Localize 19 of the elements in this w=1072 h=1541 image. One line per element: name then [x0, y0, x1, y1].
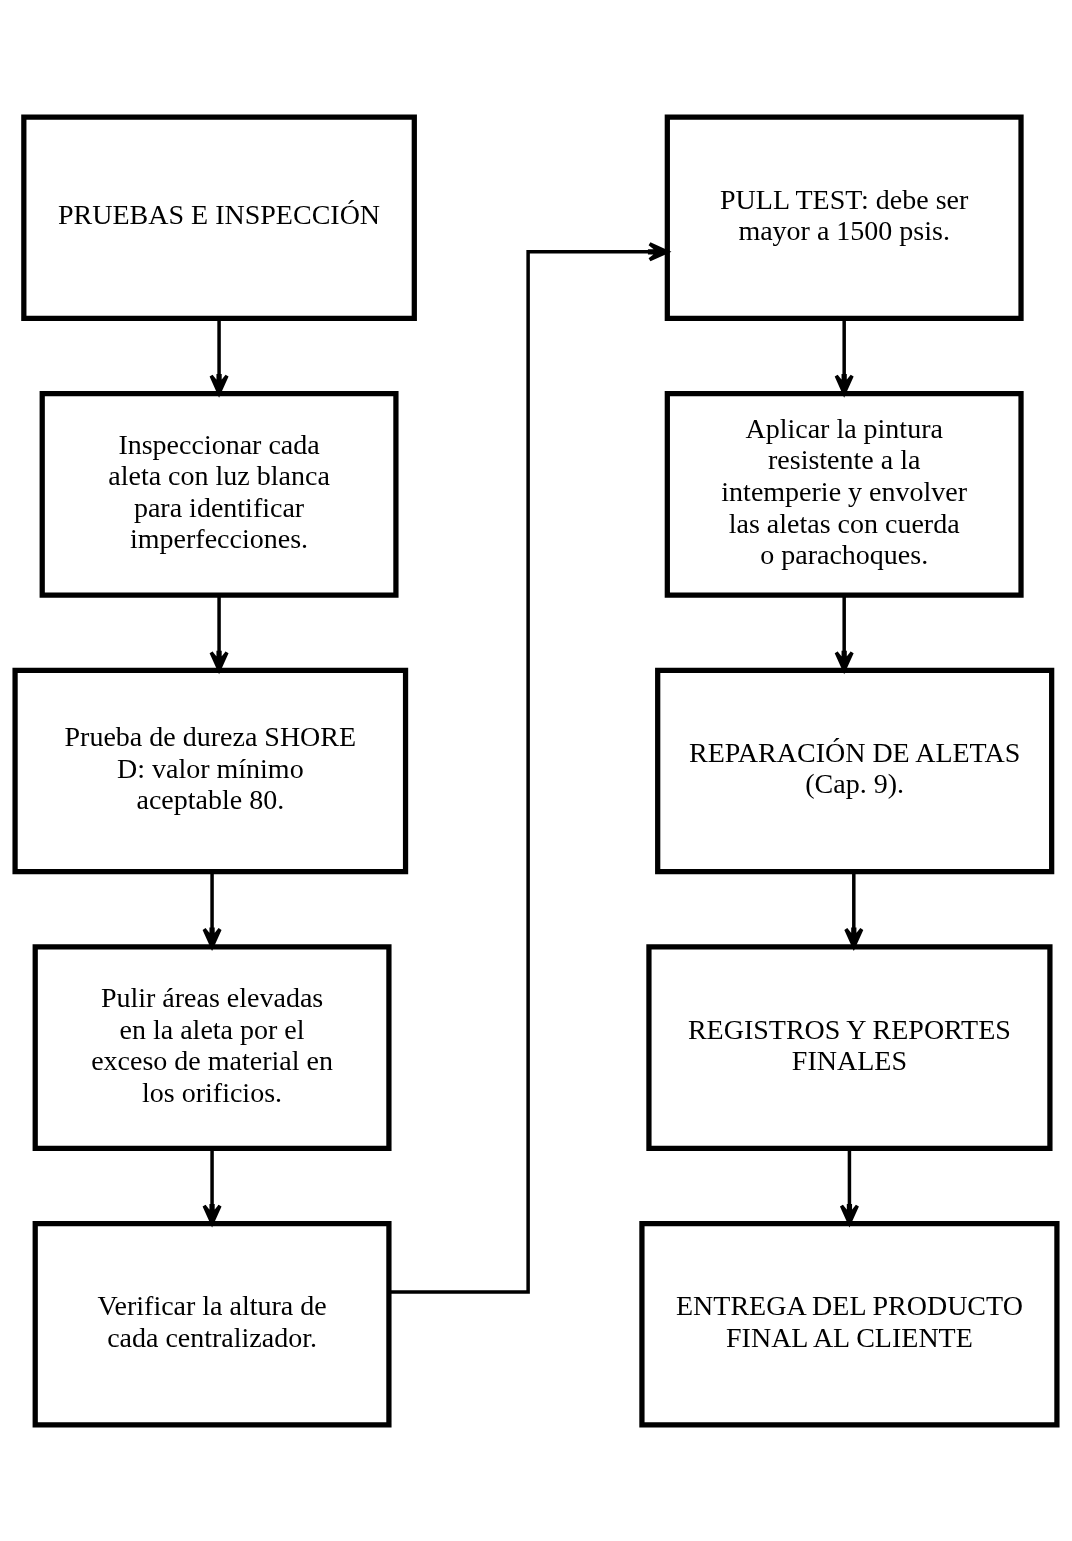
- arrow: [202, 1148, 222, 1225]
- node-box: REGISTROS Y REPORTES FINALES: [646, 943, 1053, 1151]
- arrow: [834, 595, 854, 672]
- node-box: Verificar la altura de cada centralizador.: [32, 1220, 392, 1428]
- arrow: [839, 1148, 860, 1225]
- node-box: Aplicar la pintura resistente a la intemperie y envolver las aletas con cuerda o parachoques.: [664, 390, 1024, 598]
- node-box: REPARACIÓN DE ALETAS (Cap. 9).: [655, 667, 1055, 874]
- arrow: [209, 595, 229, 672]
- node-box: ENTREGA DEL PRODUCTO FINAL AL CLIENTE: [639, 1220, 1060, 1428]
- node-box: Inspeccionar cada aleta con luz blanca para identificar imperfecciones.: [39, 390, 399, 598]
- arrow: [202, 871, 222, 948]
- node-box: PRUEBAS E INSPECCIÓN: [21, 113, 417, 321]
- arrow: [389, 241, 669, 1294]
- node-box: Prueba de dureza SHORE D: valor mínimo aceptable 80.: [12, 667, 409, 874]
- arrow: [834, 318, 854, 395]
- node-box: Pulir áreas elevadas en la aleta por el exceso de material en los orificios.: [32, 943, 392, 1151]
- node-box: PULL TEST: debe ser mayor a 1500 psis.: [664, 113, 1024, 321]
- arrow: [209, 318, 229, 395]
- arrow: [844, 871, 864, 948]
